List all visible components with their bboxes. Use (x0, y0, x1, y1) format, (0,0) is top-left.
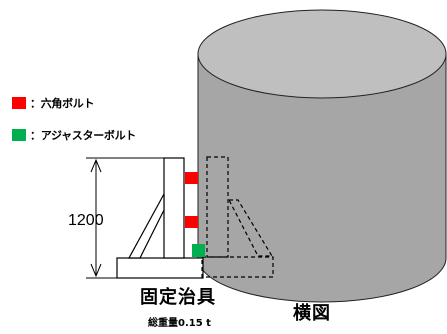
legend-adjuster-bolt: ：アジャスターボルト (12, 128, 136, 142)
hex-bolt-lower (185, 216, 198, 228)
hidden-fixture-dashed (201, 156, 274, 278)
fixture-weight: 総重量0.15 t (148, 318, 211, 329)
fixture-vertical-post (163, 157, 185, 259)
hex-bolt-upper (185, 172, 198, 184)
hidden-base-plate (201, 256, 274, 278)
view-title: 横図 (293, 303, 331, 324)
legend-hex-bolt-label: ：六角ボルト (30, 97, 95, 110)
legend-adjuster-bolt-label: ：アジャスターボルト (30, 129, 137, 142)
dimension-arrow-bottom (90, 263, 102, 278)
legend-hex-bolt: ：六角ボルト (12, 96, 95, 110)
fixture-base-plate (116, 257, 204, 279)
tank-cylinder (197, 9, 447, 303)
dimension-arrow-top (90, 158, 102, 173)
tank-top (197, 9, 447, 99)
fixture-title: 固定治具 (140, 287, 216, 308)
fixture-diagonal-brace (127, 193, 165, 259)
adjuster-bolt (192, 244, 205, 257)
height-dimension-label: 1200 (68, 212, 104, 229)
hidden-post (206, 156, 229, 258)
legend-adjuster-bolt-swatch (12, 129, 26, 141)
legend-hex-bolt-swatch (12, 97, 26, 109)
height-dimension (86, 157, 164, 279)
